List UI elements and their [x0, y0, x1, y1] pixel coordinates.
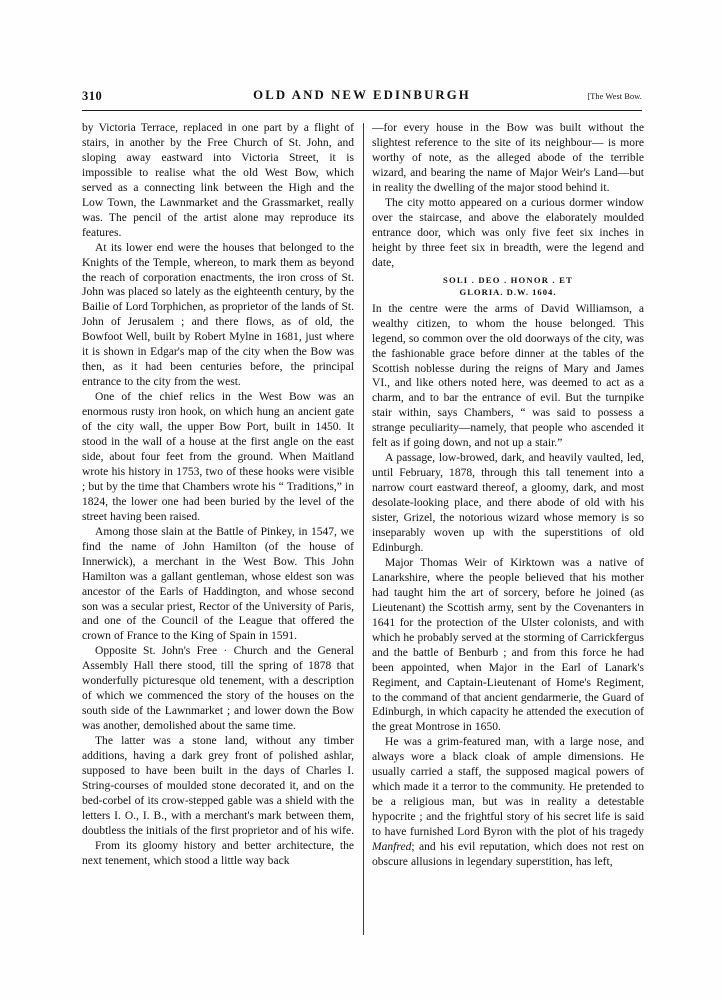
left-column: by Victoria Terrace, replaced in one par…: [82, 121, 354, 939]
paragraph: One of the chief relics in the West Bow …: [82, 391, 354, 523]
paragraph: Opposite St. John's Free · Church and th…: [82, 645, 354, 733]
column-divider-rule: [363, 123, 364, 935]
paragraph: Among those slain at the Battle of Pinke…: [82, 525, 354, 643]
running-head: 310 OLD AND NEW EDINBURGH [The West Bow.: [82, 88, 642, 108]
paragraph: by Victoria Terrace, replaced in one par…: [82, 122, 354, 239]
text-before-title: He was a grim-featured man, with a large…: [372, 736, 644, 839]
paragraph: From its gloomy history and better archi…: [82, 839, 354, 867]
inscription-line-2: Gloria. D.W. 1604.: [459, 287, 557, 298]
paragraph: —for every house in the Bow was built wi…: [372, 122, 644, 194]
chapter-note: [The West Bow.: [587, 92, 642, 101]
right-column: —for every house in the Bow was built wi…: [372, 121, 644, 939]
text-after-title: ; and his evil reputation, which does no…: [372, 841, 644, 868]
book-title-manfred: Manfred: [372, 841, 412, 854]
paragraph: In the centre were the arms of David Wil…: [372, 302, 644, 450]
page-number: 310: [82, 89, 103, 103]
header-rule: [82, 110, 642, 111]
inscription-line-1: Soli . Deo . Honor . Et: [442, 274, 574, 285]
paragraph-with-italic-title: He was a grim-featured man, with a large…: [372, 735, 644, 870]
paragraph: The city motto appeared on a curious dor…: [372, 196, 644, 269]
text-body: by Victoria Terrace, replaced in one par…: [82, 121, 644, 939]
stone-inscription: Soli . Deo . Honor . Et Gloria. D.W. 160…: [372, 274, 644, 299]
page-title: OLD AND NEW EDINBURGH: [253, 88, 471, 102]
paragraph: The latter was a stone land, without any…: [82, 735, 355, 837]
paragraph: Major Thomas Weir of Kirktown was a nati…: [372, 556, 644, 734]
paragraph: At its lower end were the houses that be…: [82, 241, 354, 389]
paragraph: A passage, low-browed, dark, and heavily…: [372, 452, 644, 554]
